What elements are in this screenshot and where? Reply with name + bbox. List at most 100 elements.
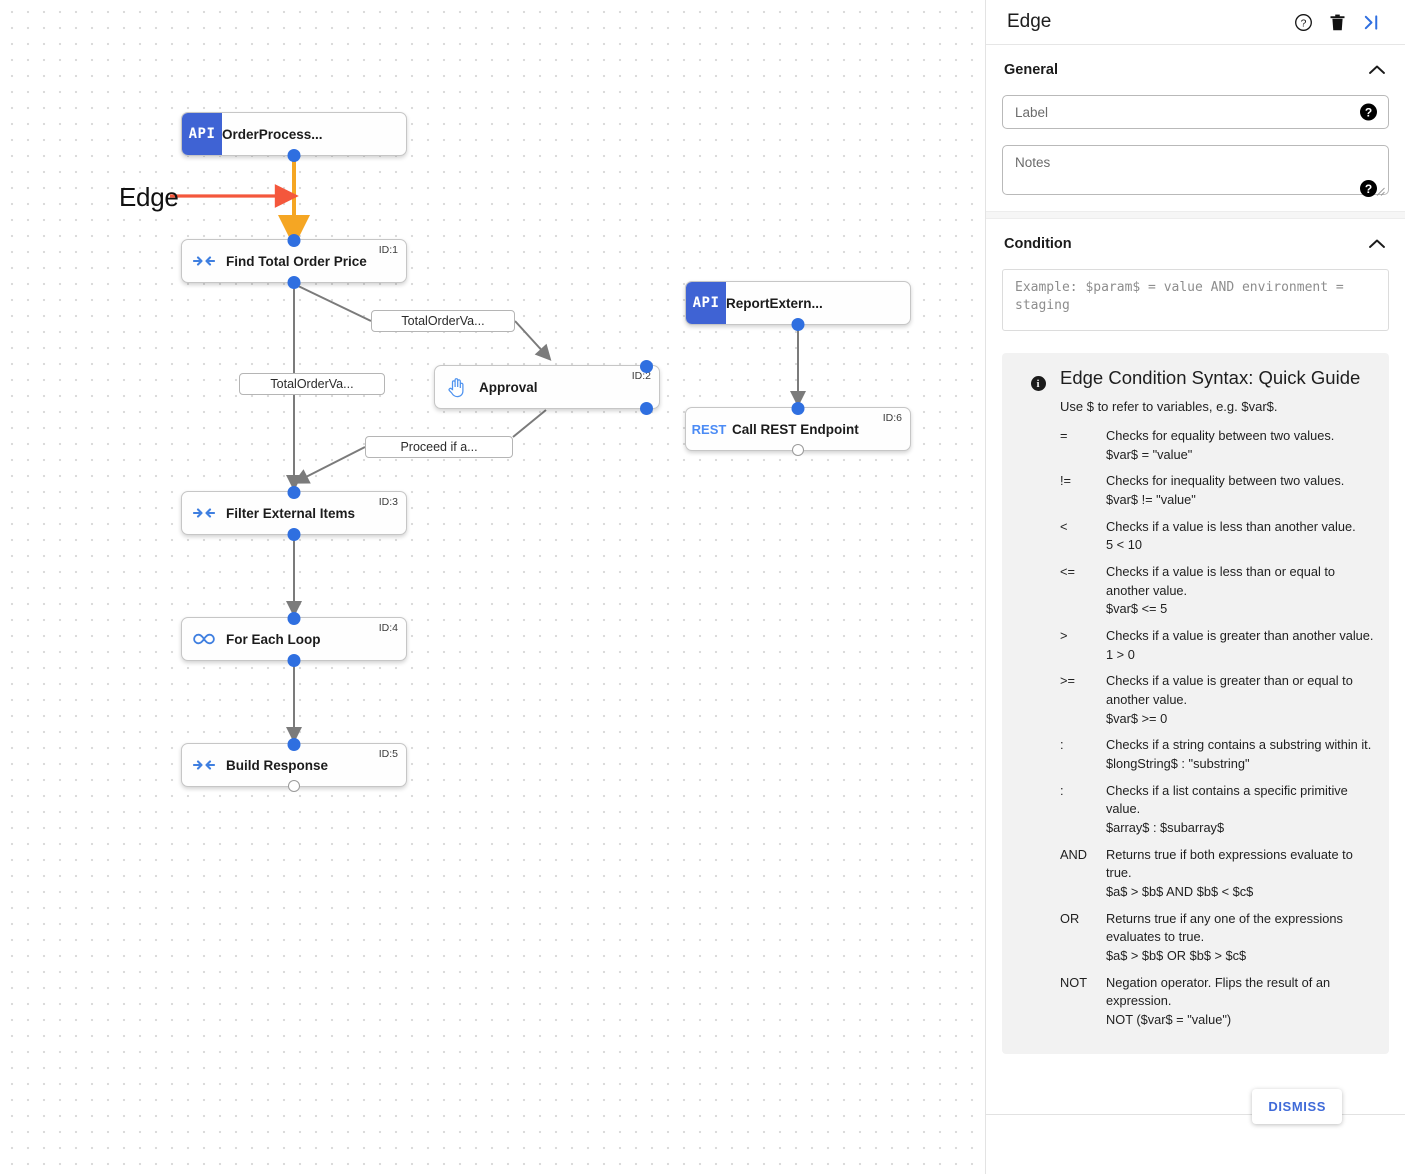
node-output-port-empty[interactable]	[288, 780, 300, 792]
node-report-external[interactable]: API ReportExtern...	[685, 281, 911, 331]
section-condition: Condition Example: $param$ = value AND e…	[986, 219, 1405, 1054]
node-input-port[interactable]	[287, 233, 301, 247]
node-output-port[interactable]	[287, 148, 301, 162]
node-output-port[interactable]	[791, 317, 805, 331]
node-filter-external-items[interactable]: Filter External Items ID:3	[181, 485, 407, 541]
node-title: ReportExtern...	[726, 295, 823, 311]
node-for-each-loop[interactable]: For Each Loop ID:4	[181, 611, 407, 667]
guide-description: Checks if a value is greater than or equ…	[1106, 673, 1353, 708]
api-badge: API	[686, 282, 726, 324]
edge-annotation-label: Edge	[119, 182, 179, 212]
edge-connections	[170, 157, 806, 743]
delete-icon[interactable]	[1322, 7, 1352, 37]
node-input-port[interactable]	[791, 401, 805, 415]
chevron-up-icon[interactable]	[1367, 234, 1387, 254]
guide-example: $a$ > $b$ AND $b$ < $c$	[1106, 884, 1254, 900]
label-field[interactable]: Label ?	[1002, 95, 1389, 129]
rest-badge: REST	[691, 421, 727, 437]
node-input-port[interactable]	[287, 737, 301, 751]
guide-description: Checks for inequality between two values…	[1106, 473, 1345, 489]
guide-description: Checks if a value is less than another v…	[1106, 518, 1356, 534]
node-id: ID:3	[378, 496, 398, 508]
condition-syntax-guide: i Edge Condition Syntax: Quick Guide Use…	[1002, 353, 1389, 1054]
node-id: ID:4	[378, 622, 398, 634]
guide-info-icon-wrap: i	[1016, 367, 1060, 1038]
label-help-icon[interactable]: ?	[1360, 103, 1377, 121]
node-order-process[interactable]: API OrderProcess...	[181, 112, 407, 162]
guide-row: <=Checks if a value is less than or equa…	[1060, 563, 1375, 627]
guide-row: !=Checks for inequality between two valu…	[1060, 472, 1375, 517]
label-field-placeholder: Label	[1015, 104, 1049, 120]
node-call-rest-endpoint[interactable]: REST Call REST Endpoint ID:6	[685, 401, 911, 456]
infinity-icon	[182, 632, 226, 646]
guide-intro: Use $ to refer to variables, e.g. $var$.	[1060, 399, 1278, 414]
guide-operator: :	[1060, 782, 1064, 798]
notes-resize-grip[interactable]	[1376, 183, 1385, 196]
panel-footer: DISMISS	[986, 1089, 1405, 1174]
collapse-panel-icon[interactable]	[1356, 7, 1386, 37]
guide-description-cell: Checks if a value is greater than or equ…	[1106, 672, 1375, 736]
guide-example: 1 > 0	[1106, 646, 1135, 662]
node-id: ID:1	[378, 244, 398, 256]
guide-description-cell: Checks for equality between two values.$…	[1106, 427, 1375, 472]
guide-row: NOT Negation operator. Flips the result o…	[1060, 974, 1375, 1038]
section-condition-header[interactable]: Condition	[1002, 219, 1389, 269]
help-icon[interactable]: ?	[1288, 7, 1318, 37]
guide-row: :Checks if a list contains a specific pr…	[1060, 782, 1375, 846]
node-output-port[interactable]	[287, 275, 301, 289]
guide-description: Negation operator. Flips the result of a…	[1106, 974, 1331, 1009]
notes-help-icon[interactable]: ?	[1360, 180, 1377, 197]
node-title: Filter External Items	[226, 505, 356, 521]
node-title: Call REST Endpoint	[732, 421, 859, 437]
edge-label[interactable]: TotalOrderVa...	[371, 310, 515, 332]
guide-example: NOT ($var$ = "value")	[1106, 1012, 1232, 1028]
guide-example: $longString$ : "substring"	[1106, 756, 1250, 772]
node-output-port[interactable]	[287, 653, 301, 667]
guide-description: Checks if a string contains a substring …	[1106, 737, 1372, 753]
node-find-total-order-price[interactable]: Find Total Order Price ID:1	[181, 233, 407, 289]
edge-label[interactable]: TotalOrderVa...	[239, 373, 385, 395]
node-title: Find Total Order Price	[226, 253, 367, 269]
guide-title: Edge Condition Syntax: Quick Guide	[1060, 367, 1361, 388]
section-general-title: General	[1004, 62, 1058, 78]
guide-operator: >=	[1060, 673, 1075, 689]
edge-properties-panel: Edge ? General Label	[985, 0, 1405, 1174]
guide-operator: AND	[1060, 846, 1088, 862]
node-output-port[interactable]	[640, 401, 653, 415]
condition-input[interactable]: Example: $param$ = value AND environment…	[1002, 269, 1389, 331]
node-input-port[interactable]	[287, 485, 301, 499]
merge-arrows-icon	[182, 505, 226, 521]
dismiss-button[interactable]: DISMISS	[1252, 1089, 1342, 1124]
guide-example: $var$ = "value"	[1106, 446, 1193, 462]
node-input-port[interactable]	[640, 359, 653, 373]
edge-label[interactable]: Proceed if a...	[365, 436, 513, 458]
edge-label-text: TotalOrderVa...	[401, 314, 485, 328]
guide-example: $var$ >= 0	[1106, 710, 1168, 726]
node-input-port[interactable]	[287, 611, 301, 625]
api-badge: API	[182, 113, 222, 155]
guide-description-cell: Returns true if both expressions evaluat…	[1106, 846, 1375, 910]
node-approval[interactable]: Approval ID:2	[434, 359, 660, 415]
section-general: General Label ? Notes ?	[986, 45, 1405, 197]
panel-header: Edge ?	[986, 0, 1405, 45]
guide-description-cell: Checks if a value is less than or equal …	[1106, 563, 1375, 627]
svg-text:?: ?	[1300, 18, 1306, 29]
panel-title: Edge	[1007, 11, 1052, 32]
guide-row: :Checks if a string contains a substring…	[1060, 736, 1375, 781]
guide-description-cell: Checks if a value is less than another v…	[1106, 518, 1375, 563]
notes-field[interactable]: Notes ?	[1002, 145, 1389, 197]
info-icon: i	[1030, 376, 1046, 391]
section-general-header[interactable]: General	[1002, 45, 1389, 95]
workflow-canvas[interactable]: Edge API OrderProcess... Find Total Orde…	[0, 0, 985, 1174]
node-output-port-empty[interactable]	[792, 444, 804, 456]
section-divider	[986, 211, 1405, 219]
chevron-up-icon[interactable]	[1367, 60, 1387, 80]
edge-label-text: TotalOrderVa...	[270, 377, 354, 391]
node-output-port[interactable]	[287, 527, 301, 541]
node-title: OrderProcess...	[222, 126, 323, 142]
guide-operator: NOT	[1060, 974, 1088, 990]
node-title: Build Response	[226, 757, 329, 773]
node-build-response[interactable]: Build Response ID:5	[181, 737, 407, 792]
hand-icon	[435, 377, 479, 398]
